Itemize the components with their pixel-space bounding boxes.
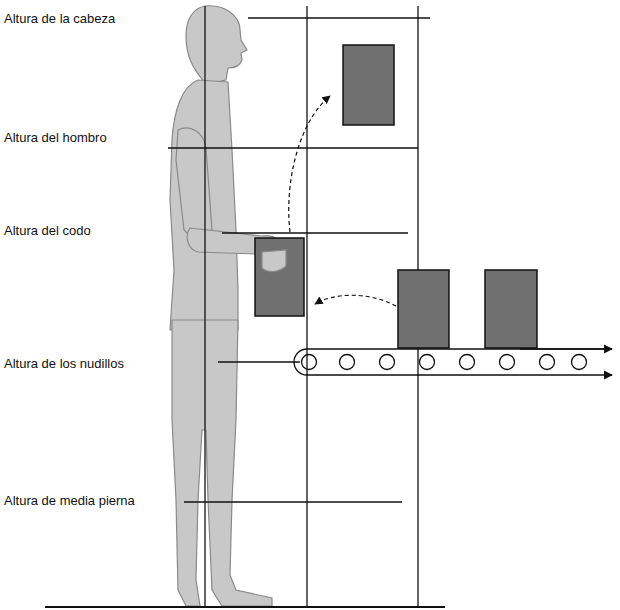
height-label: Altura de la cabeza xyxy=(2,11,117,26)
roller xyxy=(572,355,587,370)
roller xyxy=(420,355,435,370)
reference-lines xyxy=(45,6,445,607)
roller xyxy=(340,355,355,370)
roller xyxy=(380,355,395,370)
roller xyxy=(500,355,515,370)
roller xyxy=(460,355,475,370)
motion-arrows xyxy=(289,96,396,306)
hand xyxy=(262,250,286,272)
roller xyxy=(302,355,317,370)
boxes xyxy=(255,45,537,348)
height-label: Altura del codo xyxy=(2,223,93,238)
height-label: Altura de media pierna xyxy=(2,493,137,508)
height-label: Altura de los nudillos xyxy=(2,356,126,371)
roller xyxy=(540,355,555,370)
height-label: Altura del hombro xyxy=(2,130,109,145)
conveyor xyxy=(294,349,612,375)
